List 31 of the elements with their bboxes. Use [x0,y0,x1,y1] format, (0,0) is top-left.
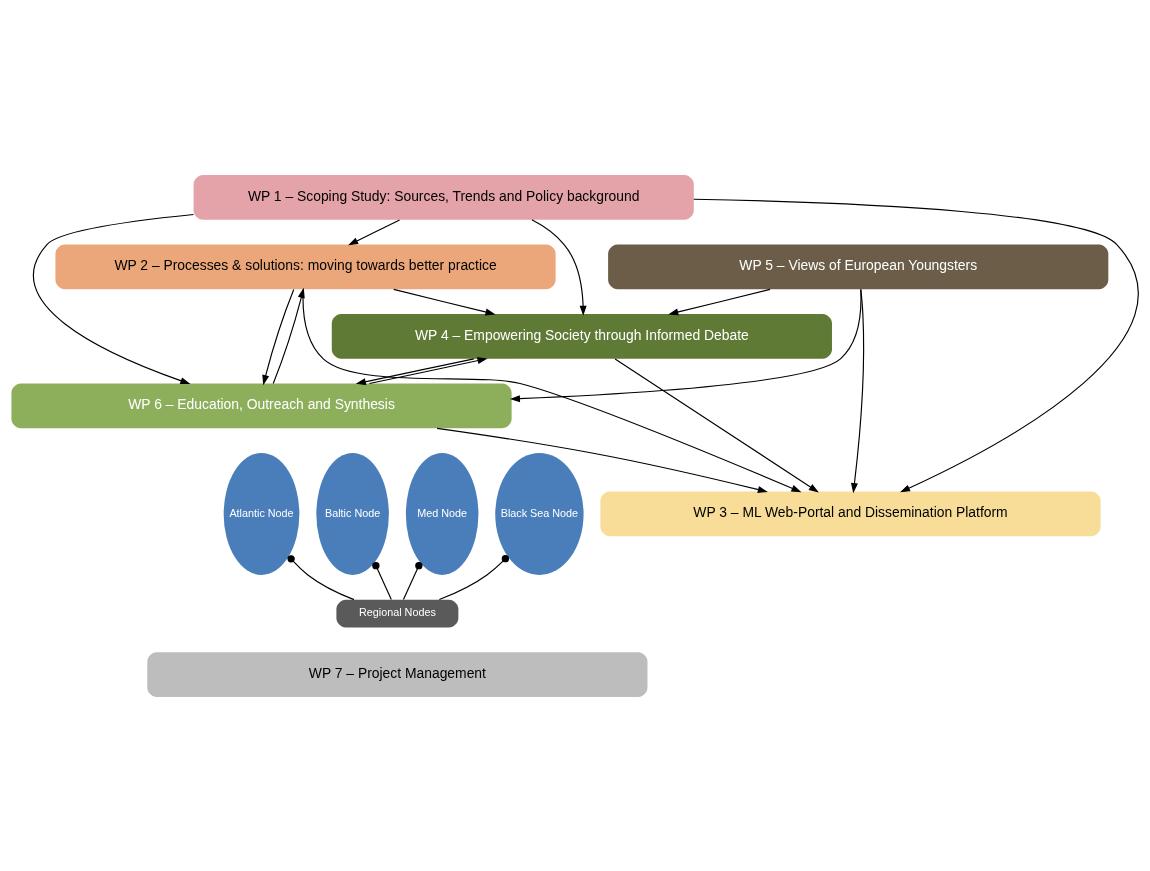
arrow [348,218,401,245]
node-box: WP 1 – Scoping Study: Sources, Trends and Policy background [193,174,694,220]
arrow [32,213,195,384]
arrow [850,288,865,493]
arrow [355,357,475,385]
connector [372,561,392,600]
node-ellipse: Baltic Node [316,452,389,575]
arrow [668,288,771,315]
arrow [614,357,819,492]
node-ellipse: Med Node [405,452,479,575]
node-box: WP 7 – Project Management [147,651,648,697]
arrow [436,427,768,493]
node-box: WP 3 – ML Web-Portal and Dissemination Platform [600,491,1101,536]
arrow [272,287,305,384]
node-box: WP 2 – Processes & solutions: moving towards better practice [55,244,556,289]
connector [287,554,355,600]
arrow [531,218,587,316]
connector [402,561,423,600]
node-ellipse: Atlantic Node [223,452,300,575]
node-ellipse: Black Sea Node [495,452,584,575]
node-box: WP 5 – Views of European Youngsters [608,244,1109,289]
arrow [302,288,802,492]
arrow [262,288,295,385]
arrow [393,288,496,315]
node-box: WP 6 – Education, Outreach and Synthesis [11,383,512,428]
arrow [693,198,1139,492]
arrow [509,288,862,402]
arrow [368,356,488,384]
node-box: Regional Nodes [336,599,459,627]
connector [438,554,510,600]
node-box: WP 4 – Empowering Society through Informed Debate [331,313,832,359]
